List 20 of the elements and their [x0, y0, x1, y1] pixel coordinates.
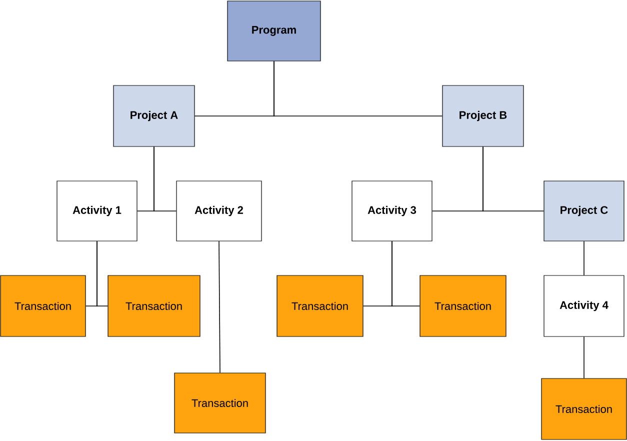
activity-box: Activity 3: [352, 180, 432, 242]
connector-line: [482, 146, 544, 212]
program-box: Program: [227, 0, 321, 62]
project-box: Project A: [113, 85, 195, 147]
project-box: Project C: [544, 180, 624, 242]
transaction-box: Transaction: [0, 275, 86, 337]
connector-line: [96, 240, 108, 306]
activity-box: Activity 2: [176, 180, 262, 242]
project-box: Project B: [442, 85, 524, 147]
transaction-box: Transaction: [276, 275, 364, 337]
connector-line: [218, 240, 220, 374]
activity-box: Activity 4: [544, 275, 624, 337]
connector-line: [274, 60, 443, 116]
activity-box: Activity 1: [56, 180, 138, 242]
connector-line: [392, 240, 420, 306]
transaction-box: Transaction: [420, 275, 506, 337]
transaction-box: Transaction: [174, 372, 266, 434]
transaction-box: Transaction: [108, 275, 200, 337]
transaction-box: Transaction: [541, 378, 627, 440]
connector-line: [154, 146, 177, 212]
